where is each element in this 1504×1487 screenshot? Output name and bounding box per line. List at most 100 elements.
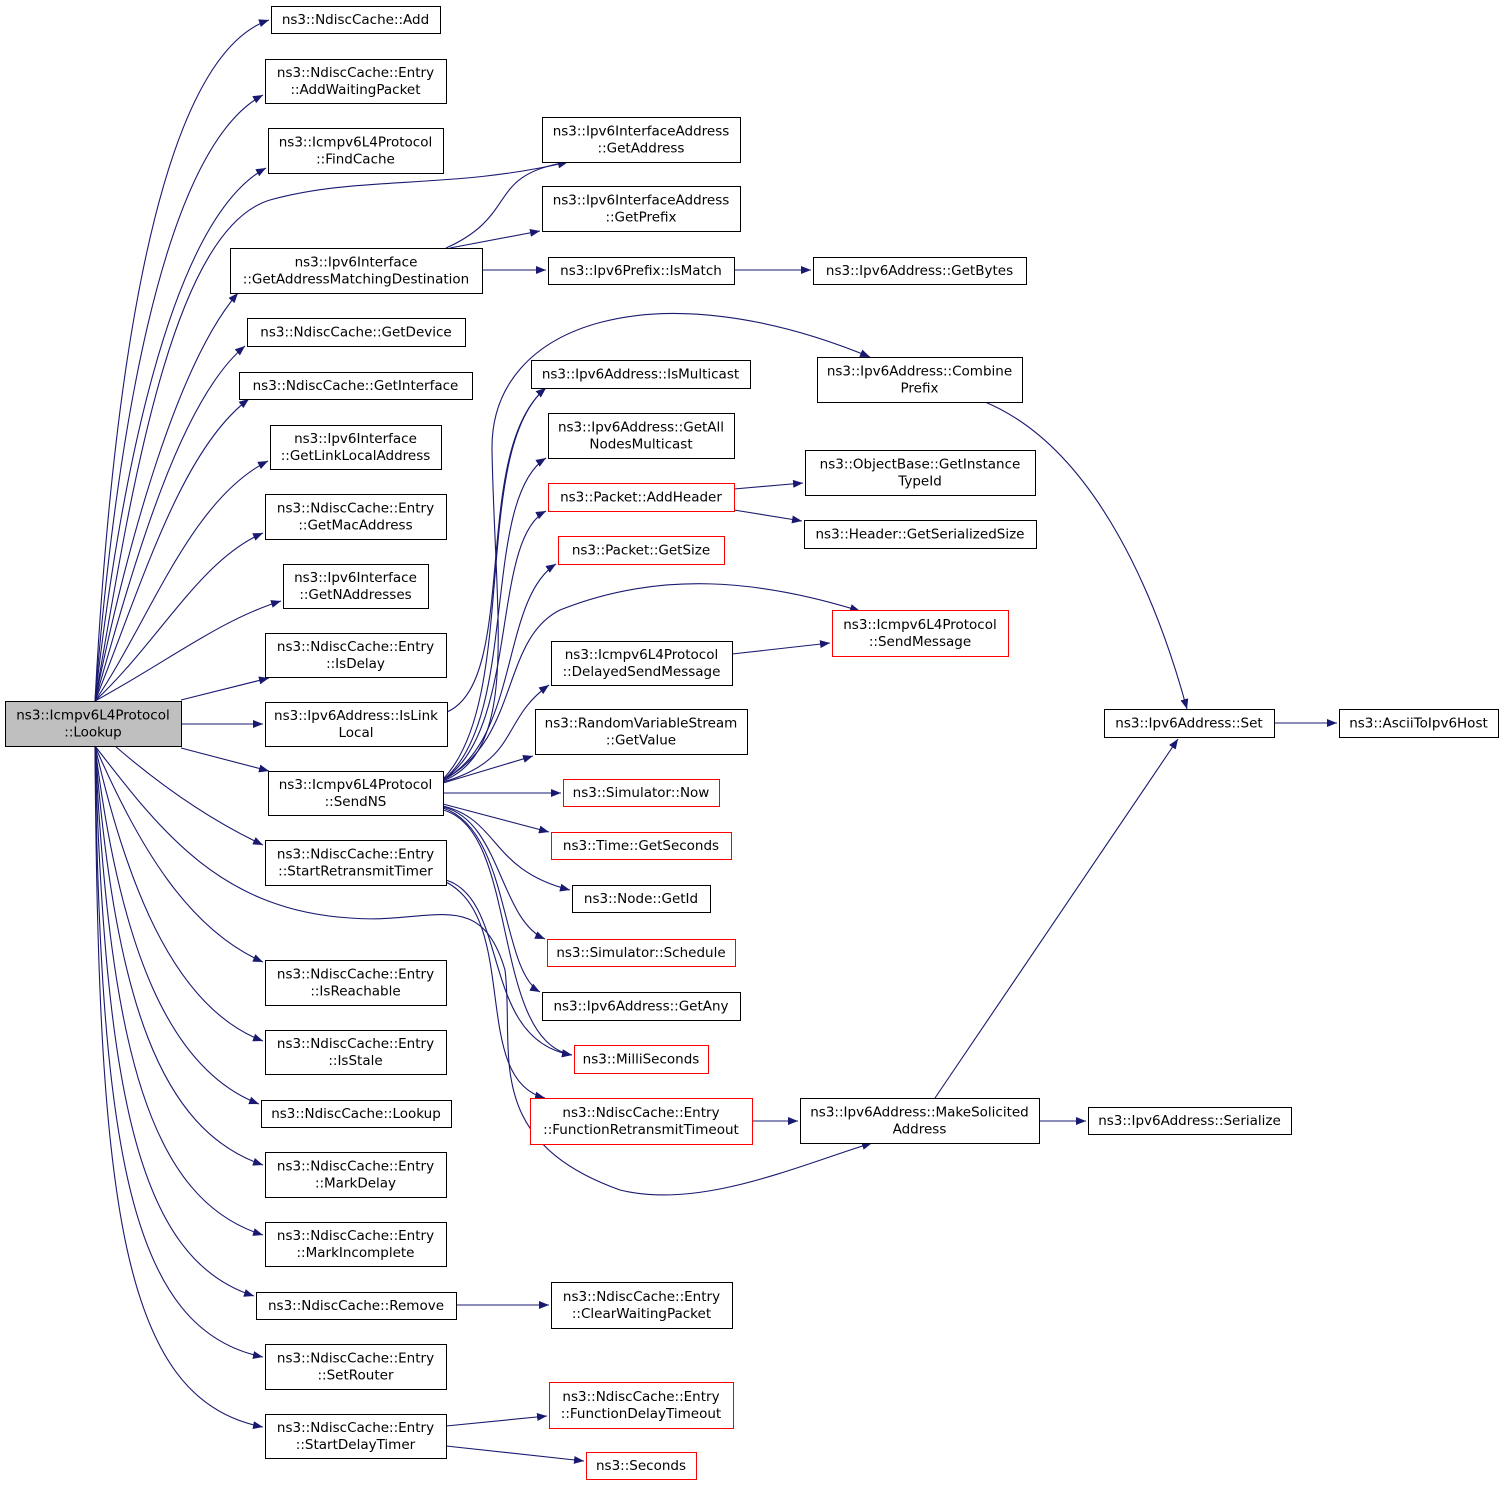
node-label-line: ns3::Ipv6Address::IsLink	[274, 708, 438, 724]
node-ifaddr-getaddress[interactable]: ns3::Ipv6InterfaceAddress::GetAddress	[542, 117, 741, 163]
node-box	[542, 186, 741, 232]
edge-path	[94, 745, 264, 1166]
node-label-line: ns3::NdiscCache::Remove	[268, 1298, 444, 1314]
node-packet-getsize[interactable]: ns3::Packet::GetSize	[558, 536, 725, 565]
node-box	[247, 318, 466, 347]
node-addr-set[interactable]: ns3::Ipv6Address::Set	[1104, 709, 1275, 738]
node-icmp-sendmessage[interactable]: ns3::Icmpv6L4Protocol::SendMessage	[832, 610, 1009, 657]
node-milliseconds[interactable]: ns3::MilliSeconds	[574, 1045, 709, 1074]
node-seconds[interactable]: ns3::Seconds	[586, 1452, 697, 1480]
node-label-line: ns3::Node::GetId	[584, 891, 698, 907]
node-label-line: ::IsReachable	[310, 984, 400, 1000]
node-node-getid[interactable]: ns3::Node::GetId	[572, 885, 711, 913]
node-box	[804, 520, 1037, 549]
node-iface-getlinklocal[interactable]: ns3::Ipv6Interface::GetLinkLocalAddress	[270, 425, 442, 470]
node-iface-getaddrmatching[interactable]: ns3::Ipv6Interface::GetAddressMatchingDe…	[230, 248, 483, 294]
node-asciitoipv6host[interactable]: ns3::AsciiToIpv6Host	[1339, 709, 1499, 738]
node-entry-markincomplete[interactable]: ns3::NdiscCache::Entry::MarkIncomplete	[265, 1222, 447, 1267]
node-label-line: ns3::NdiscCache::Entry	[563, 1289, 720, 1305]
edge-path	[94, 745, 264, 1430]
node-entry-isstale[interactable]: ns3::NdiscCache::Entry::IsStale	[265, 1030, 447, 1075]
node-sim-schedule[interactable]: ns3::Simulator::Schedule	[547, 939, 736, 967]
edge-path	[94, 167, 267, 702]
node-box	[271, 6, 441, 34]
edge-lookup-root-to-entry-addwaitingpacket	[94, 94, 264, 702]
node-box	[239, 372, 473, 400]
node-addr-getany[interactable]: ns3::Ipv6Address::GetAny	[542, 992, 741, 1021]
node-prefix-ismatch[interactable]: ns3::Ipv6Prefix::IsMatch	[548, 257, 735, 285]
node-label-line: ns3::Simulator::Now	[573, 785, 710, 801]
node-label-line: Local	[339, 725, 374, 741]
node-icmp-sendns[interactable]: ns3::Icmpv6L4Protocol::SendNS	[268, 771, 444, 816]
edge-lookup-root-to-entry-getmacaddress	[94, 532, 264, 702]
node-label-line: ns3::Icmpv6L4Protocol	[16, 708, 170, 724]
node-label-line: ns3::Ipv6Interface	[294, 570, 417, 586]
node-rvs-getvalue[interactable]: ns3::RandomVariableStream::GetValue	[535, 709, 748, 755]
node-addr-ismulticast[interactable]: ns3::Ipv6Address::IsMulticast	[531, 360, 751, 389]
node-entry-getmacaddress[interactable]: ns3::NdiscCache::Entry::GetMacAddress	[265, 494, 447, 540]
node-ifaddr-getprefix[interactable]: ns3::Ipv6InterfaceAddress::GetPrefix	[542, 186, 741, 232]
node-iface-getnaddresses[interactable]: ns3::Ipv6Interface::GetNAddresses	[283, 564, 429, 609]
edge-path	[442, 805, 571, 892]
node-label-line: ::MarkIncomplete	[297, 1245, 415, 1261]
node-entry-funcdelay[interactable]: ns3::NdiscCache::Entry::FunctionDelayTim…	[549, 1382, 734, 1429]
node-label-line: ::SendMessage	[869, 634, 971, 650]
edge-icmp-sendns-to-sim-schedule	[442, 806, 546, 940]
edge-lookup-root-to-entry-setrouter	[94, 745, 264, 1359]
node-sim-now[interactable]: ns3::Simulator::Now	[563, 779, 720, 807]
node-ndisc-getinterface[interactable]: ns3::NdiscCache::GetInterface	[239, 372, 473, 400]
node-entry-startretransmit[interactable]: ns3::NdiscCache::Entry::StartRetransmitT…	[265, 840, 447, 886]
edge-path	[445, 879, 573, 1058]
node-entry-isdelay[interactable]: ns3::NdiscCache::Entry::IsDelay	[265, 633, 447, 678]
edge-lookup-root-to-icmp-sendns	[180, 747, 270, 773]
node-entry-funcretransmit[interactable]: ns3::NdiscCache::Entry::FunctionRetransm…	[530, 1098, 753, 1145]
node-ndisc-add[interactable]: ns3::NdiscCache::Add	[271, 6, 441, 34]
node-label-line: ns3::NdiscCache::Entry	[277, 501, 434, 517]
node-entry-isreachable[interactable]: ns3::NdiscCache::Entry::IsReachable	[265, 960, 447, 1006]
node-ndisc-remove[interactable]: ns3::NdiscCache::Remove	[256, 1292, 457, 1320]
node-label-line: ::FunctionRetransmitTimeout	[543, 1122, 739, 1138]
node-ndisc-getdevice[interactable]: ns3::NdiscCache::GetDevice	[247, 318, 466, 347]
node-icmp-findcache[interactable]: ns3::Icmpv6L4Protocol::FindCache	[268, 128, 444, 174]
edge-lookup-root-to-icmp-findcache	[94, 167, 267, 702]
node-box	[551, 1282, 733, 1329]
node-label-line: ns3::Ipv6Address::GetBytes	[826, 263, 1013, 279]
edge-addr-makesolicited-to-addr-set	[934, 738, 1179, 1099]
node-label-line: ns3::Ipv6Address::IsMulticast	[542, 367, 739, 383]
node-icmp-delayedsend[interactable]: ns3::Icmpv6L4Protocol::DelayedSendMessag…	[551, 641, 733, 686]
node-label-line: ns3::NdiscCache::Entry	[277, 967, 434, 983]
node-addr-getbytes[interactable]: ns3::Ipv6Address::GetBytes	[813, 257, 1027, 285]
edge-path	[94, 19, 270, 702]
node-label-line: ns3::NdiscCache::Entry	[562, 1389, 719, 1405]
node-label-line: ns3::Ipv6Address::GetAll	[558, 420, 724, 436]
node-ndisc-lookup[interactable]: ns3::NdiscCache::Lookup	[261, 1100, 452, 1128]
edge-path	[180, 747, 270, 773]
node-box	[572, 885, 711, 913]
node-entry-clearwaiting[interactable]: ns3::NdiscCache::Entry::ClearWaitingPack…	[551, 1282, 733, 1329]
node-label-line: ::SendNS	[325, 794, 387, 810]
edge-path	[733, 479, 804, 490]
node-packet-addheader[interactable]: ns3::Packet::AddHeader	[548, 483, 735, 512]
node-entry-addwaitingpacket[interactable]: ns3::NdiscCache::Entry::AddWaitingPacket	[265, 59, 447, 104]
edge-icmp-delayedsend-to-icmp-sendmessage	[731, 640, 831, 655]
node-entry-markdelay[interactable]: ns3::NdiscCache::Entry::MarkDelay	[265, 1152, 447, 1198]
edge-path	[442, 313, 871, 782]
node-label-line: ::SetRouter	[317, 1368, 393, 1384]
node-label-line: ns3::RandomVariableStream	[545, 716, 738, 732]
node-lookup-root[interactable]: ns3::Icmpv6L4Protocol::Lookup	[5, 701, 182, 747]
node-entry-startdelay[interactable]: ns3::NdiscCache::Entry::StartDelayTimer	[265, 1414, 447, 1459]
node-label-line: ::DelayedSendMessage	[563, 664, 721, 680]
edge-path	[442, 684, 550, 783]
node-addr-serialize[interactable]: ns3::Ipv6Address::Serialize	[1088, 1107, 1292, 1135]
node-time-getseconds[interactable]: ns3::Time::GetSeconds	[551, 832, 732, 860]
edge-path	[442, 563, 557, 781]
node-header-getserializedsize[interactable]: ns3::Header::GetSerializedSize	[804, 520, 1037, 549]
edge-lookup-root-to-ifaddr-getaddress	[94, 160, 569, 702]
node-entry-setrouter[interactable]: ns3::NdiscCache::Entry::SetRouter	[265, 1344, 447, 1390]
